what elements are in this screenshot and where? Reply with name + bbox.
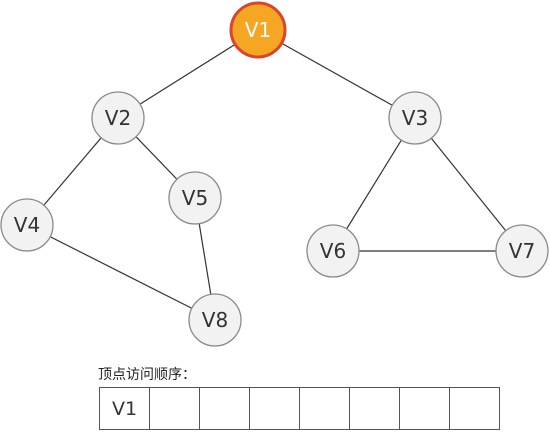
node-circle xyxy=(168,171,222,225)
node-v8: V8 xyxy=(188,293,242,347)
node-circle xyxy=(188,293,242,347)
node-label: V6 xyxy=(320,239,346,263)
node-label: V1 xyxy=(245,18,271,42)
node-circle xyxy=(495,224,549,278)
node-v5: V5 xyxy=(168,171,222,225)
visit-order-table: V1 xyxy=(99,387,500,430)
order-cell-4 xyxy=(250,387,300,430)
order-cell-8 xyxy=(450,387,500,430)
node-v7: V7 xyxy=(495,224,549,278)
order-cell-1: V1 xyxy=(100,387,150,430)
node-v1: V1 xyxy=(229,1,287,59)
node-v3: V3 xyxy=(388,91,442,145)
order-cell-3 xyxy=(200,387,250,430)
node-label: V8 xyxy=(202,308,228,332)
node-circle xyxy=(0,198,54,252)
node-label: V5 xyxy=(182,186,208,210)
node-label: V2 xyxy=(105,106,131,130)
node-circle xyxy=(229,1,287,59)
order-cell-5 xyxy=(300,387,350,430)
edge-v1-v3 xyxy=(257,29,416,119)
node-label: V7 xyxy=(509,239,535,263)
node-label: V4 xyxy=(14,213,40,237)
visit-order-caption: 顶点访问顺序： xyxy=(98,367,196,383)
node-circle xyxy=(306,224,360,278)
node-v4: V4 xyxy=(0,198,54,252)
order-cell-6 xyxy=(350,387,400,430)
node-circle xyxy=(388,91,442,145)
node-label: V3 xyxy=(402,106,428,130)
edge-v3-v7 xyxy=(414,117,523,252)
node-v6: V6 xyxy=(306,224,360,278)
edge-v4-v8 xyxy=(26,224,216,321)
order-cell-7 xyxy=(400,387,450,430)
node-v2: V2 xyxy=(91,91,145,145)
order-cell-2 xyxy=(150,387,200,430)
node-circle xyxy=(91,91,145,145)
